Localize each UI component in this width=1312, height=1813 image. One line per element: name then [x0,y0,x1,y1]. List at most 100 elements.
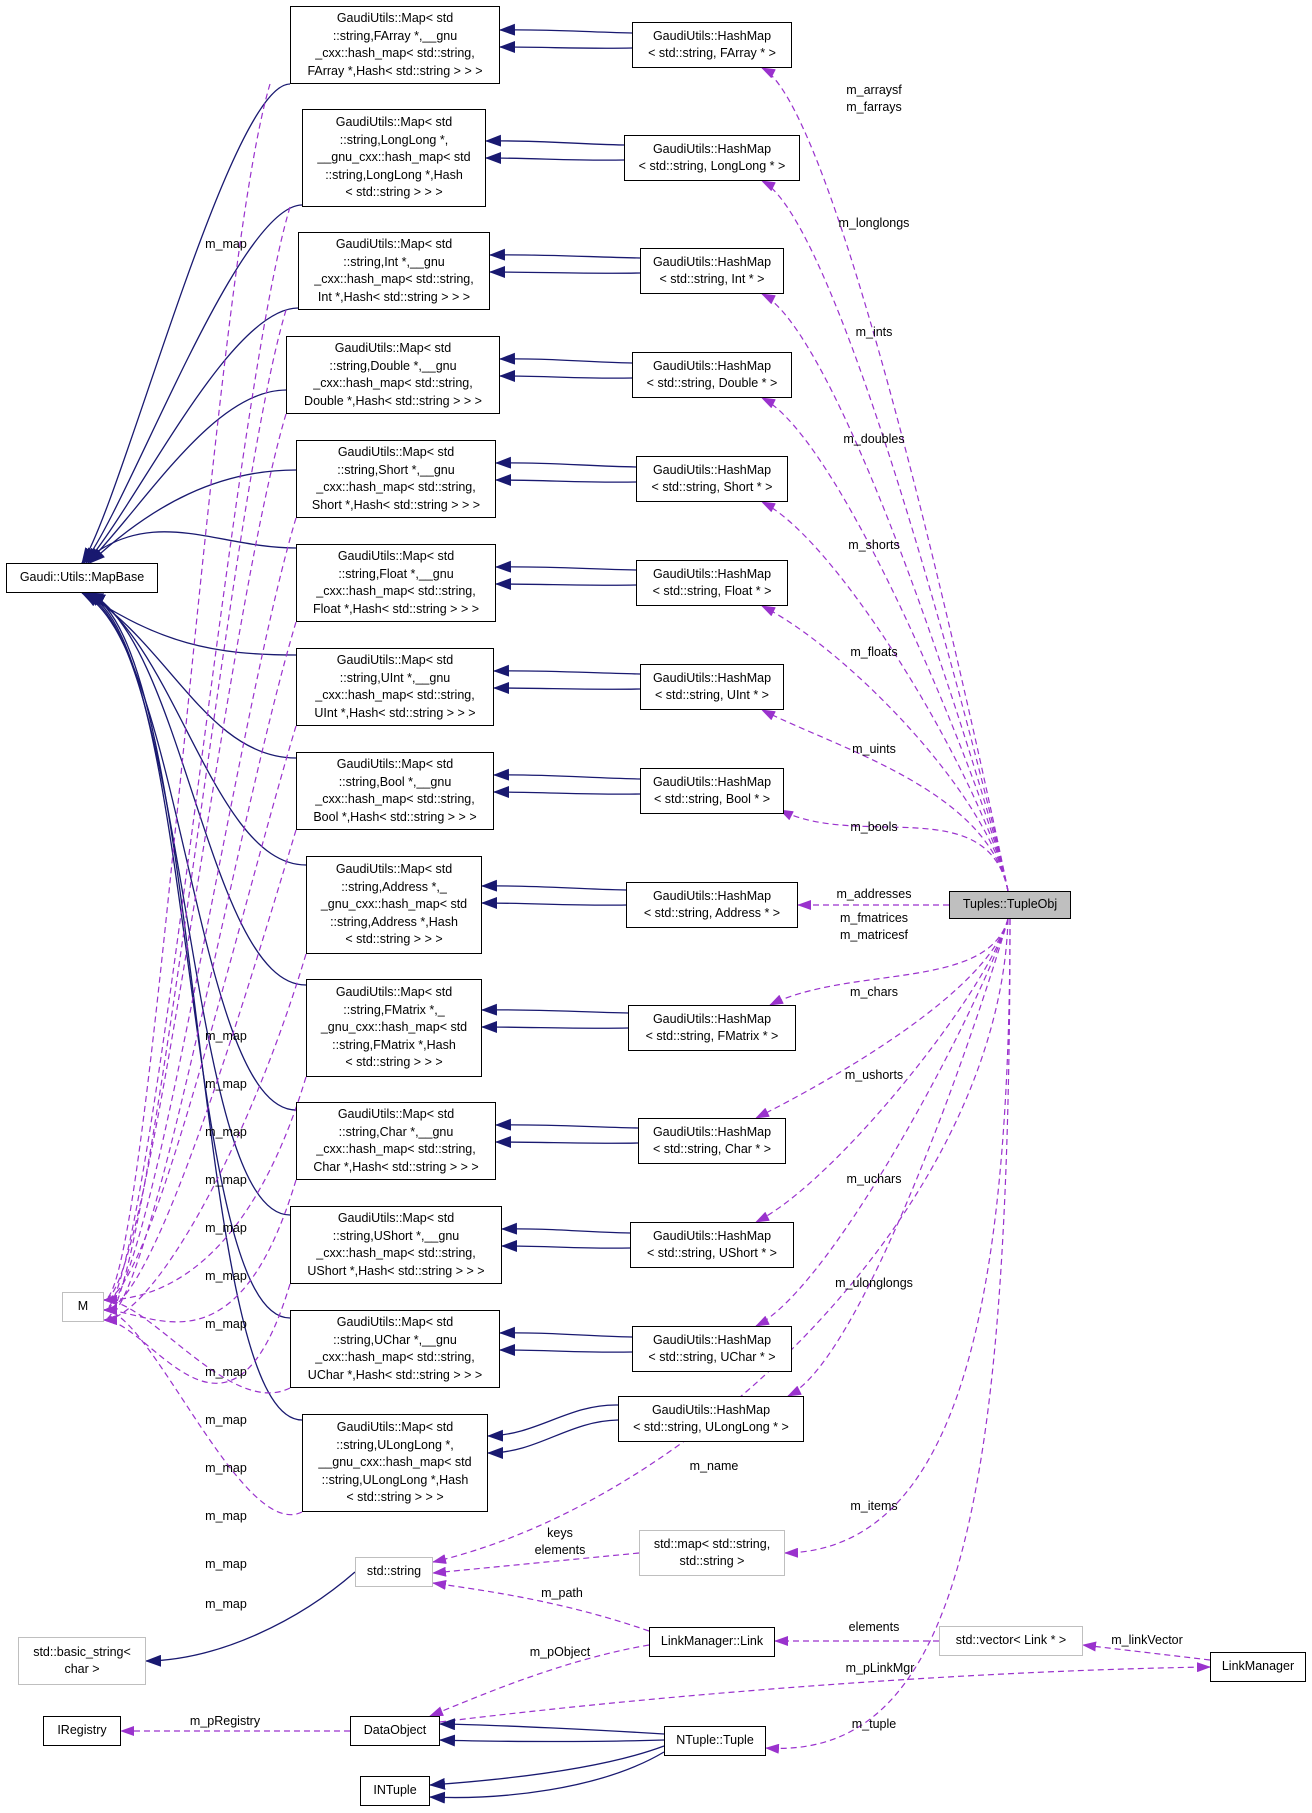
node-m[interactable]: M [62,1292,104,1322]
edge-label-m-map-1: m_map [205,1029,247,1043]
inherit-map-short-to-mapbase [89,469,297,564]
edge-label-m-tuple: m_tuple [851,1717,897,1731]
node-hashmap-address[interactable]: GaudiUtils::HashMap < std::string, Addre… [626,882,798,928]
edge-label-m-doubles: m_doubles [843,432,905,446]
node-map-uchar[interactable]: GaudiUtils::Map< std ::string,UChar *,__… [290,1310,500,1388]
edge-label-elements: elements [848,1620,900,1634]
edge-label-m-map-6: m_map [205,1269,247,1283]
node-map-uint[interactable]: GaudiUtils::Map< std ::string,UInt *,__g… [296,648,494,726]
node-map-ushort[interactable]: GaudiUtils::Map< std ::string,UShort *,_… [290,1206,502,1284]
node-linkmanager[interactable]: LinkManager [1210,1652,1306,1682]
node-hashmap-ulonglong[interactable]: GaudiUtils::HashMap < std::string, ULong… [618,1396,804,1442]
node-map-bool[interactable]: GaudiUtils::Map< std ::string,Bool *,__g… [296,752,494,830]
node-map-int[interactable]: GaudiUtils::Map< std ::string,Int *,__gn… [298,232,490,310]
edge-label-m-uchars: m_uchars [846,1172,902,1186]
edge-label-m-linkvector: m_linkVector [1111,1633,1183,1647]
node-hashmap-longlong[interactable]: GaudiUtils::HashMap < std::string, LongL… [624,135,800,181]
edge-label-m-ushorts: m_ushorts [844,1068,904,1082]
inherit-hashmap-8-b [481,897,627,910]
inherit-hashmap-1-a [485,134,625,147]
edge-label-m-map-10: m_map [205,1461,247,1475]
inherit-hashmap-1-b [485,152,625,165]
edge-label-m-map-8: m_map [205,1365,247,1379]
inherit-hashmap-12-a [499,1326,633,1339]
use-tupleobj-hashmap-4 [761,501,1009,892]
edge-label-m-map-4: m_map [205,1173,247,1187]
node-link[interactable]: LinkManager::Link [649,1627,775,1657]
node-map-fmatrix[interactable]: GaudiUtils::Map< std ::string,FMatrix *,… [306,979,482,1077]
edge-label-m-map-12: m_map [205,1557,247,1571]
inherit-hashmap-4-b [495,474,637,487]
inherit-map-uchar-to-mapbase [85,592,291,1319]
node-ntuple[interactable]: NTuple::Tuple [664,1726,766,1756]
node-hashmap-short[interactable]: GaudiUtils::HashMap < std::string, Short… [636,456,788,502]
inherit-ntuple-dataobject-a [439,1718,665,1735]
use-map-6-to-m [103,725,297,1305]
inherit-hashmap-13-b [487,1419,619,1459]
inherit-hashmap-9-a [481,1003,629,1016]
use-map-1-to-m [103,206,291,1315]
use-tupleobj-hashmap-6 [761,709,1009,892]
use-map-9-to-m [103,1076,307,1305]
node-map-farray[interactable]: GaudiUtils::Map< std ::string,FArray *,_… [290,6,500,84]
inherit-hashmap-3-b [499,370,633,383]
node-hashmap-uint[interactable]: GaudiUtils::HashMap < std::string, UInt … [640,664,784,710]
node-hashmap-int[interactable]: GaudiUtils::HashMap < std::string, Int *… [640,248,784,294]
node-std-string[interactable]: std::string [355,1557,433,1587]
inherit-hashmap-11-b [501,1240,631,1253]
node-map-address[interactable]: GaudiUtils::Map< std ::string,Address *,… [306,856,482,954]
node-std-map[interactable]: std::map< std::string, std::string > [639,1530,785,1576]
edge-label-m-map-3: m_map [205,1125,247,1139]
edge-label-m-plinkmgr: m_pLinkMgr [845,1661,915,1675]
node-hashmap-uchar[interactable]: GaudiUtils::HashMap < std::string, UChar… [632,1326,792,1372]
node-hashmap-bool[interactable]: GaudiUtils::HashMap < std::string, Bool … [640,768,784,814]
use-tupleobj-items [784,918,1011,1558]
node-map-char[interactable]: GaudiUtils::Map< std ::string,Char *,__g… [296,1102,496,1180]
node-map-longlong[interactable]: GaudiUtils::Map< std ::string,LongLong *… [302,109,486,207]
edge-label-m-longlongs: m_longlongs [838,216,910,230]
inherit-hashmap-3-a [499,352,633,365]
node-vector-link[interactable]: std::vector< Link * > [939,1626,1083,1656]
edge-label-m-items: m_items [850,1499,898,1513]
use-link-pobject [429,1644,650,1717]
edge-label-m-bools: m_bools [850,820,898,834]
inherit-map-int-to-mapbase [85,307,299,564]
edge-label-m-map-5: m_map [205,1221,247,1235]
use-tupleobj-hashmap-13 [787,918,1009,1397]
node-hashmap-float[interactable]: GaudiUtils::HashMap < std::string, Float… [636,560,788,606]
inherit-hashmap-12-b [499,1344,633,1357]
edge-label-m-map-0: m_map [205,237,247,251]
edge-label-m-map-2: m_map [205,1077,247,1091]
node-mapbase[interactable]: Gaudi::Utils::MapBase [6,563,158,593]
node-hashmap-farray[interactable]: GaudiUtils::HashMap < std::string, FArra… [632,22,792,68]
edge-label-m-map-11: m_map [205,1509,247,1523]
use-link-path [432,1579,650,1632]
use-map-to-string [432,1552,640,1577]
inherit-hashmap-11-a [501,1222,631,1235]
node-dataobject[interactable]: DataObject [350,1716,440,1746]
node-hashmap-char[interactable]: GaudiUtils::HashMap < std::string, Char … [638,1118,786,1164]
inherit-map-float-to-mapbase [81,531,297,564]
node-tupleobj[interactable]: Tuples::TupleObj [949,891,1071,919]
node-map-ulonglong[interactable]: GaudiUtils::Map< std ::string,ULongLong … [302,1414,488,1512]
node-hashmap-ushort[interactable]: GaudiUtils::HashMap < std::string, UShor… [630,1222,794,1268]
edge-label-m-map-7: m_map [205,1317,247,1331]
use-map-13-to-m [103,1305,303,1516]
node-intuple[interactable]: INTuple [360,1776,430,1806]
inherit-map-ushort-to-mapbase [83,592,291,1216]
node-iregistry[interactable]: IRegistry [43,1716,121,1746]
node-hashmap-fmatrix[interactable]: GaudiUtils::HashMap < std::string, FMatr… [628,1005,796,1051]
inherit-hashmap-7-a [493,768,641,781]
node-hashmap-double[interactable]: GaudiUtils::HashMap < std::string, Doubl… [632,352,792,398]
node-map-short[interactable]: GaudiUtils::Map< std ::string,Short *,__… [296,440,496,518]
use-map-2-to-m [103,309,287,1325]
use-map-12-to-m [103,1295,291,1394]
node-map-double[interactable]: GaudiUtils::Map< std ::string,Double *,_… [286,336,500,414]
node-map-float[interactable]: GaudiUtils::Map< std ::string,Float *,__… [296,544,496,622]
inherit-hashmap-4-a [495,456,637,469]
use-tupleobj-hashmap-12 [755,918,1009,1327]
node-basic-string[interactable]: std::basic_string< char > [18,1637,146,1685]
inherit-map-farray-to-mapbase [81,83,291,564]
